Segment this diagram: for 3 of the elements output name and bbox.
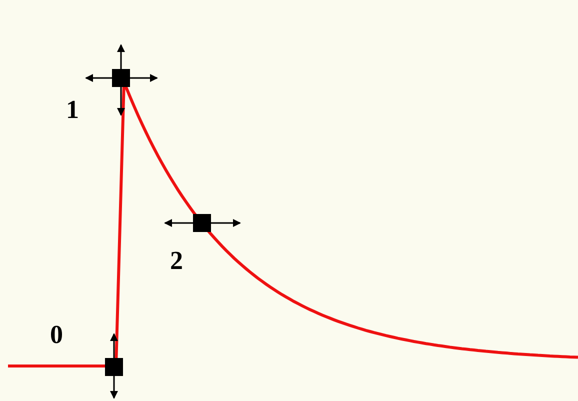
- point-number: 1: [66, 97, 79, 123]
- point-number: 2: [170, 248, 183, 274]
- point-number: 0: [50, 322, 63, 348]
